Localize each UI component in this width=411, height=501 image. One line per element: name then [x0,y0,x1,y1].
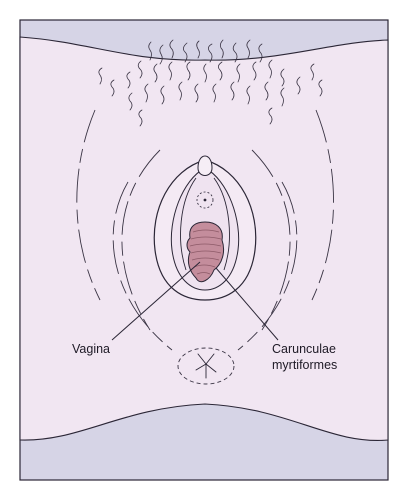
anus-folds [195,353,217,379]
urethral-point [203,198,207,202]
label-carunculae-line2: myrtiformes [272,358,337,372]
clitoral-hood [197,155,213,176]
inner-fold-left [180,177,197,271]
hair-strokes [98,39,323,127]
label-vagina: Vagina [72,342,110,356]
carunculae-leader-line [215,267,279,341]
inner-fold-right [213,177,230,271]
urethral-opening [196,191,214,209]
anus-outline [177,347,235,385]
vagina-leader-line [111,261,201,341]
label-carunculae-line1: Carunculae [272,342,336,356]
body-contours [76,109,334,351]
